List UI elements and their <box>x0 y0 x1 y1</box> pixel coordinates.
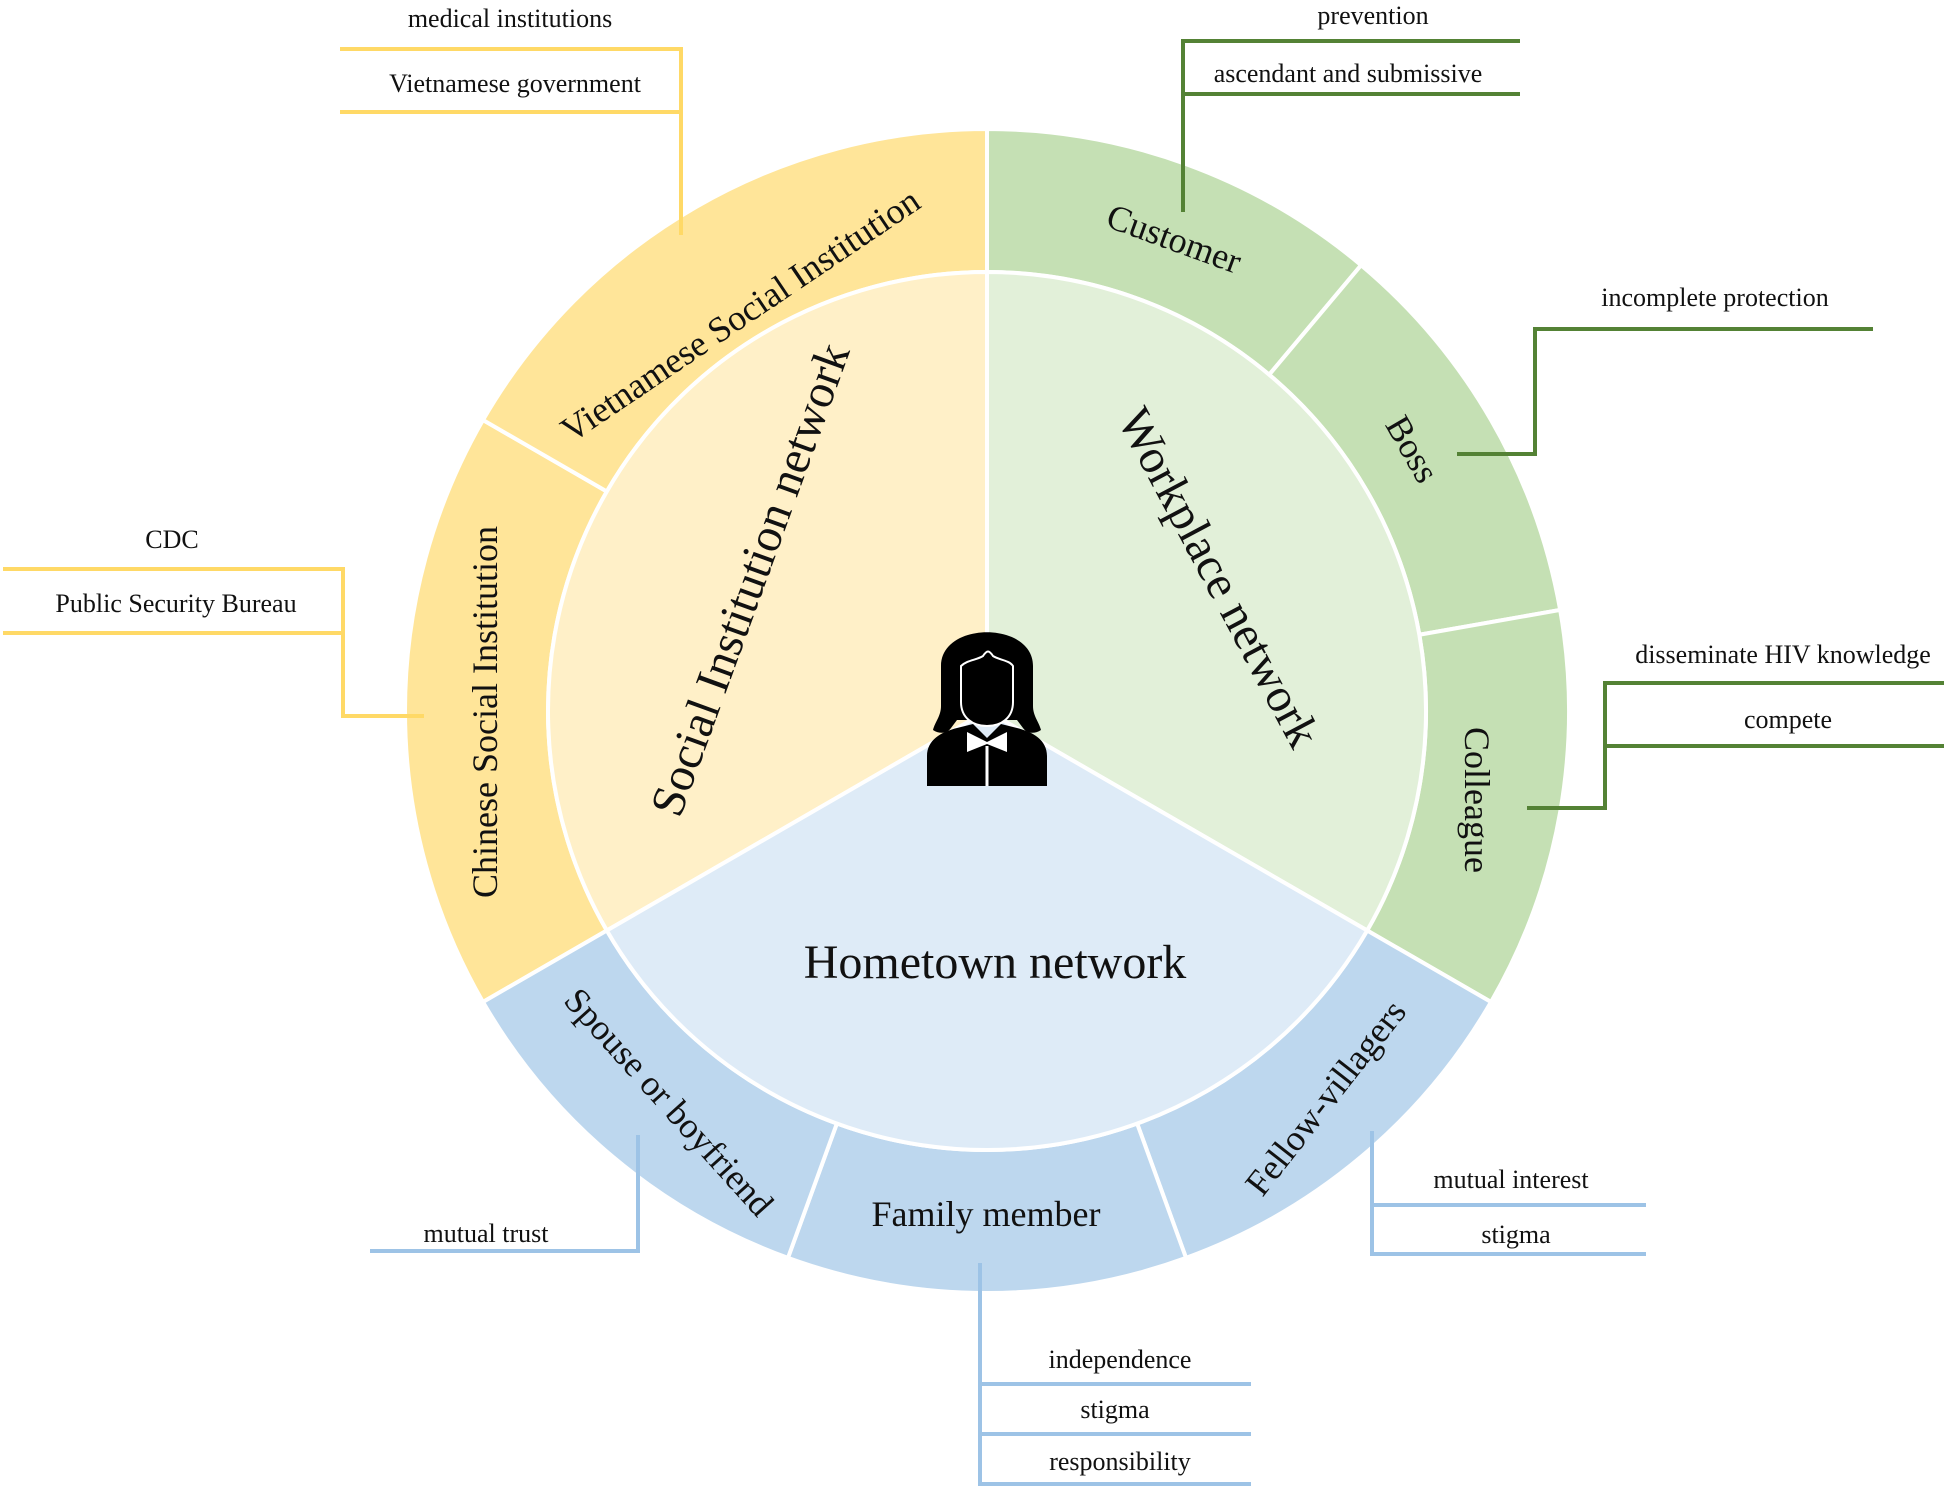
callout-stigma-family: stigma <box>1080 1395 1150 1424</box>
callout-spouse <box>370 1135 640 1253</box>
callout-mutual-trust: mutual trust <box>424 1219 550 1248</box>
callout-mutual-interest: mutual interest <box>1433 1165 1589 1194</box>
callout-compete: compete <box>1744 705 1832 734</box>
sector-social-institution-network <box>546 269 989 934</box>
callout-line <box>1181 39 1520 212</box>
callout-boss <box>1457 327 1873 456</box>
hometown-network-label: Hometown network <box>804 936 1187 989</box>
callout-fellow-villagers <box>1370 1131 1646 1256</box>
sector-workplace-network <box>985 269 1428 934</box>
callout-incomplete-protection: incomplete protection <box>1601 283 1828 312</box>
sector-hometown-network <box>604 708 1370 1152</box>
callout-line <box>1370 1131 1646 1256</box>
callout-family <box>978 1263 1251 1486</box>
woman-person-icon <box>927 632 1047 786</box>
callout-line <box>370 1135 640 1253</box>
callout-line <box>3 567 424 718</box>
callout-prevention: prevention <box>1317 1 1428 30</box>
chinese-social-institution-label: Chinese Social Institution <box>465 526 505 898</box>
callout-responsibility: responsibility <box>1049 1447 1191 1476</box>
callout-vietnamese <box>340 47 683 235</box>
callout-medical-institutions: medical institutions <box>408 4 612 33</box>
colleague-label: Colleague <box>1457 727 1497 873</box>
callout-cdc: CDC <box>145 525 198 554</box>
sectors-layer <box>403 126 1571 1295</box>
callout-stigma-villagers: stigma <box>1481 1220 1551 1249</box>
callout-vietnamese-government: Vietnamese government <box>389 69 642 98</box>
family-member-label: Family member <box>872 1194 1101 1234</box>
callout-disseminate-hiv-knowledge: disseminate HIV knowledge <box>1635 640 1931 669</box>
callout-line <box>340 47 683 235</box>
callout-independence: independence <box>1049 1345 1192 1374</box>
callout-chinese <box>3 567 424 718</box>
callout-public-security-bureau: Public Security Bureau <box>55 589 296 618</box>
callout-colleague <box>1527 681 1944 810</box>
callout-line <box>1457 327 1873 456</box>
callout-line <box>978 1263 1251 1486</box>
callout-ascendant-and-submissive: ascendant and submissive <box>1214 59 1483 88</box>
callout-customer <box>1181 39 1520 212</box>
